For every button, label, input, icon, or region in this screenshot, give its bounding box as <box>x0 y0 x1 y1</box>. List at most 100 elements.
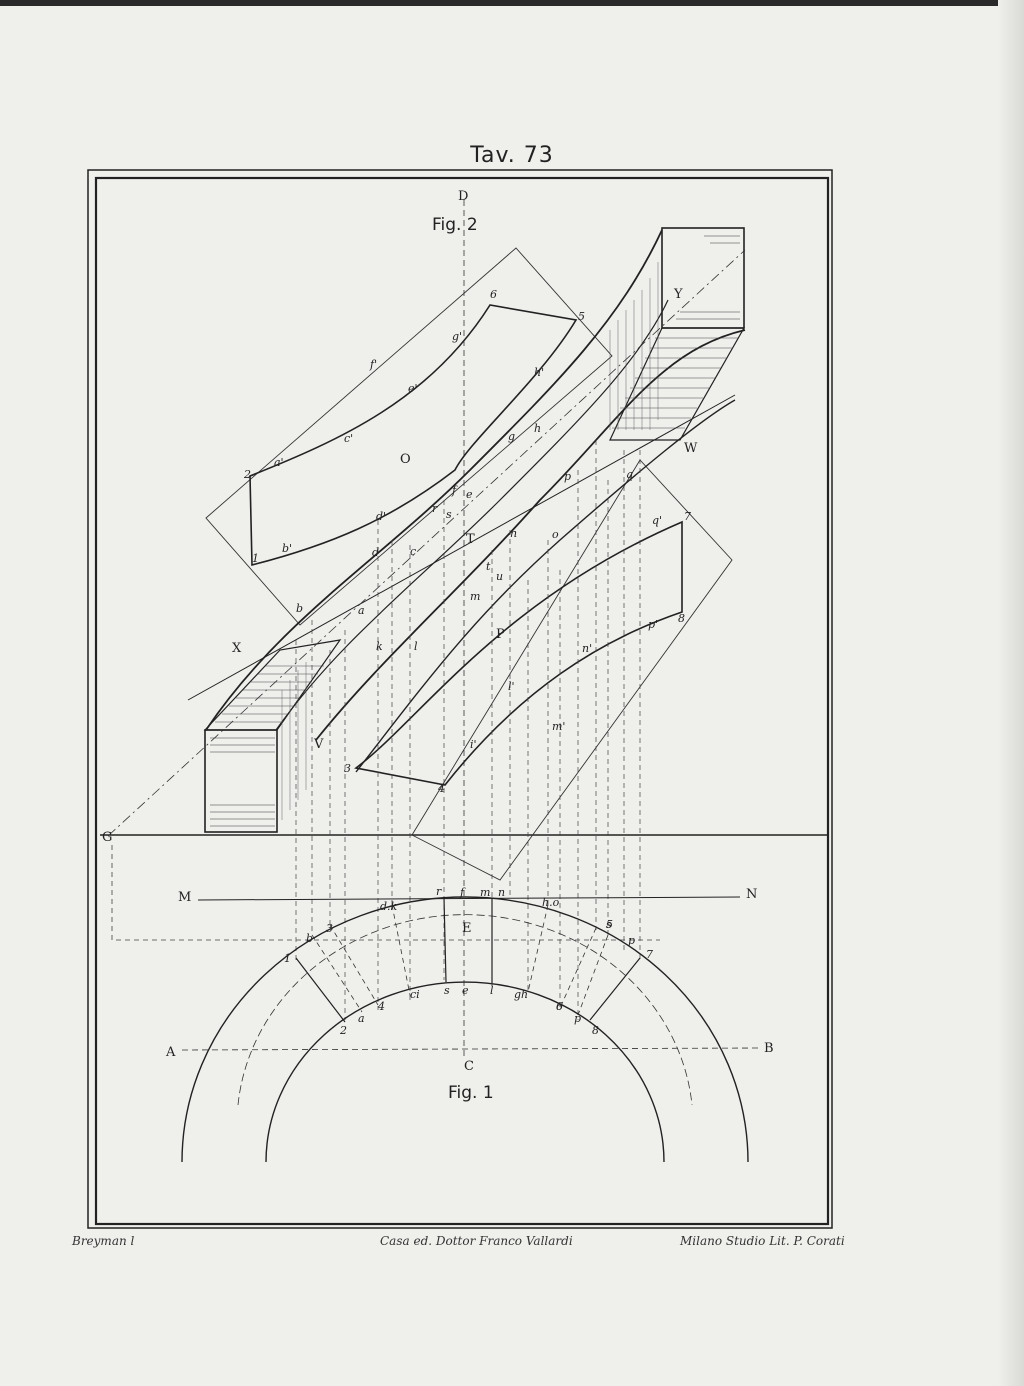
fig2-block-left-hatch <box>210 737 275 827</box>
pt-l-prime: l' <box>508 680 515 693</box>
fig1-point-labels: 1 2 3 4 5 6 7 8 b a d.k r f m n h.o s p … <box>284 885 653 1037</box>
f1-pt-5: 5 <box>606 918 613 931</box>
pt-q-prime: q' <box>652 514 662 527</box>
footer-printer: Milano Studio Lit. P. Corati <box>680 1234 845 1248</box>
fig2-frame-o <box>205 247 613 626</box>
label-fig2: Fig. 2 <box>432 215 478 235</box>
f1-pt-dk: d.k <box>380 900 398 913</box>
f1-pt-8: 8 <box>592 1024 599 1037</box>
pt-4: 4 <box>437 782 445 795</box>
label-e: E <box>462 921 472 936</box>
pt-m-prime: m' <box>552 720 565 733</box>
fig2-band-left-outer <box>205 229 663 731</box>
f1-pt-4: 4 <box>377 1000 385 1013</box>
fig1-frame-e <box>111 845 660 941</box>
f1-pt-b: b <box>306 932 313 945</box>
label-o: O <box>400 452 411 467</box>
f1-pt-r: r <box>436 885 442 898</box>
pt-c: c <box>410 545 416 558</box>
fig2-block-left-face <box>203 639 342 731</box>
pt-a-prime: a' <box>274 456 284 469</box>
line-g-y <box>107 249 746 837</box>
f1-pt-gh: gh <box>514 988 528 1001</box>
label-m: M <box>178 890 191 905</box>
pt-f-prime: f' <box>369 358 377 371</box>
fig2-band-mid <box>355 399 736 773</box>
f1-pt-n: n <box>498 886 505 899</box>
f1-pt-7: 7 <box>646 948 653 961</box>
f1-pt-m: m <box>480 886 490 899</box>
f1-pt-l: l <box>490 984 494 997</box>
fig1-voussoir-joints <box>295 897 641 1023</box>
pt-e: e <box>466 488 473 501</box>
page-top-edge <box>0 0 1024 6</box>
plate-frame-outer <box>87 169 833 1229</box>
pt-p: p <box>564 470 571 483</box>
pt-u: u <box>496 570 503 583</box>
fig2-face-left-hatch <box>215 665 324 723</box>
line-m-n <box>197 896 741 901</box>
label-n: N <box>746 887 757 902</box>
label-g: G <box>102 830 112 845</box>
pt-5: 5 <box>578 310 585 323</box>
f1-pt-s: s <box>606 918 612 931</box>
label-p: P <box>496 627 505 642</box>
fig2-point-labels: a' b' c' d' e' f' g' h' q' p' n' m' l' i… <box>243 288 691 795</box>
f1-pt-6: 6 <box>556 1000 563 1013</box>
fig2-piece-o-top <box>249 304 578 567</box>
label-v: V <box>313 737 324 752</box>
f1-pt-a: a <box>358 1012 365 1025</box>
f1-pt-p-low: p <box>574 1012 581 1025</box>
pt-t: t <box>486 560 491 573</box>
label-b: B <box>764 1041 774 1056</box>
fig2-block-right-face <box>609 327 746 441</box>
pt-g-prime: g' <box>452 330 462 343</box>
pt-s: s <box>446 508 452 521</box>
line-a-b <box>181 1047 761 1051</box>
pt-d: d <box>372 546 379 559</box>
f1-pt-o: o <box>556 1000 563 1013</box>
pt-f: f <box>451 484 458 497</box>
footer-publisher: Casa ed. Dottor Franco Vallardi <box>380 1234 573 1248</box>
fig1-mid-arc <box>237 914 693 1106</box>
line-x-w <box>187 394 736 701</box>
plate-frame-inner <box>94 176 830 1226</box>
fig2-piece-p <box>354 520 683 786</box>
f1-pt-ho: h.o <box>542 896 560 909</box>
pt-k: k <box>376 640 383 653</box>
pt-7: 7 <box>684 510 691 523</box>
fig1-outer-arc <box>181 896 749 1163</box>
page-gutter-shadow <box>998 0 1024 1386</box>
pt-g: g <box>508 430 515 443</box>
label-x: X <box>232 641 242 656</box>
f1-pt-e: e <box>462 984 469 997</box>
f1-pt-p-top: p <box>628 934 635 947</box>
pt-i-prime: i' <box>470 738 477 751</box>
fig2-band-vertical-hatch <box>281 262 659 820</box>
f1-pt-s-low: s <box>444 984 450 997</box>
fig1-inner-arc <box>265 981 665 1163</box>
f1-pt-ci: ci <box>410 988 420 1001</box>
label-d: D <box>458 189 468 204</box>
pt-h: h <box>534 422 541 435</box>
label-w: W <box>684 441 698 456</box>
pt-c-prime: c' <box>344 432 353 445</box>
pt-n-prime: n' <box>582 642 592 655</box>
plate-title: Tav. 73 <box>470 143 554 168</box>
label-fig1: Fig. 1 <box>448 1083 494 1103</box>
pt-8: 8 <box>678 612 685 625</box>
pt-e-prime: e' <box>408 382 418 395</box>
pt-b-prime: b' <box>282 542 292 555</box>
fig2-band-right <box>315 329 746 741</box>
label-a: A <box>165 1045 176 1060</box>
f1-pt-2: 2 <box>339 1024 347 1037</box>
fig1-dashed-joints <box>311 904 609 1016</box>
pt-l: l <box>414 640 418 653</box>
pt-b: b <box>296 602 303 615</box>
f1-pt-3: 3 <box>326 922 333 935</box>
fig2-block-right-hatch <box>676 235 740 320</box>
fig2-face-right-hatch <box>612 337 738 429</box>
fig2-band-left-inner <box>275 299 669 731</box>
pt-n: n <box>510 527 517 540</box>
